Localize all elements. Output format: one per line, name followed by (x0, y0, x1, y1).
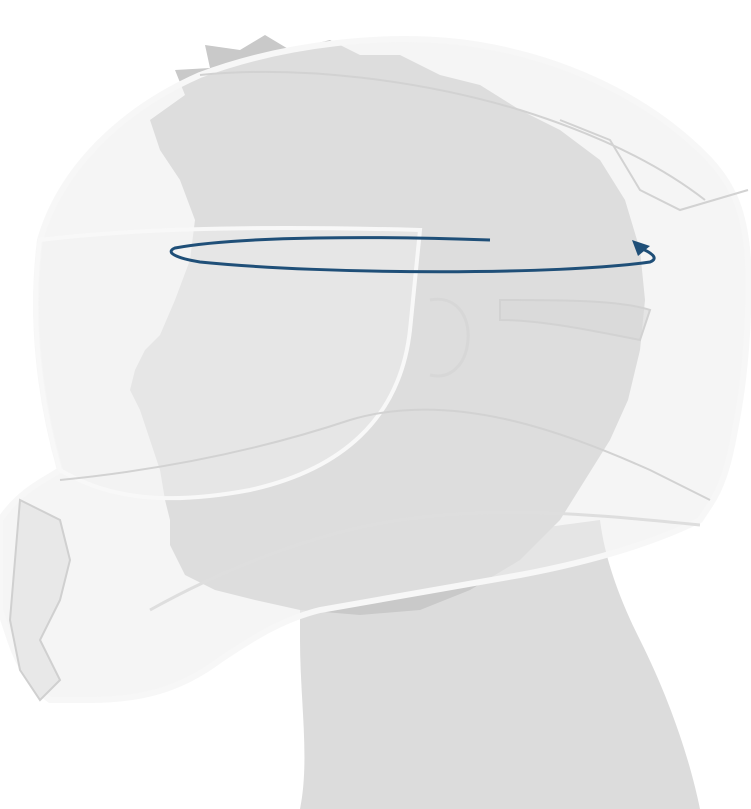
helmet-head-illustration (0, 0, 751, 809)
helmet-fit-diagram (0, 0, 751, 809)
